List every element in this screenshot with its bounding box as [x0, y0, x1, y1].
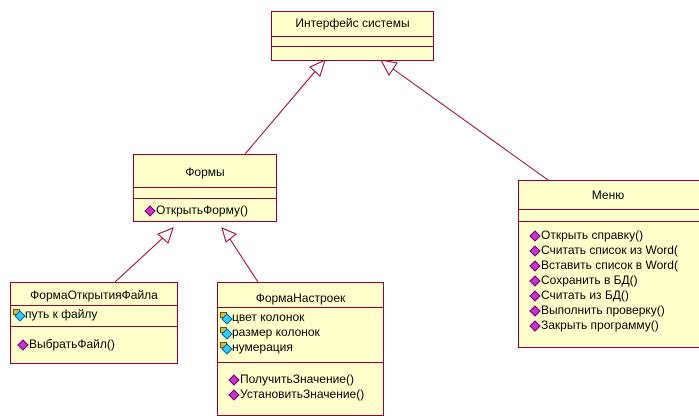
class-name: Меню: [519, 181, 699, 210]
operation-label: Считать список из Word(: [541, 243, 678, 257]
attribute-row: цвет колонок: [218, 310, 383, 325]
attributes-section: [134, 188, 276, 199]
attribute-icon: [220, 342, 233, 355]
operation-label: Закрыть программу(): [541, 318, 659, 332]
generalization-line-forms: [244, 67, 319, 155]
operation-row: Считать список из Word(: [527, 243, 699, 258]
attribute-icon: [13, 309, 26, 322]
operation-label: ОткрытьФорму(): [156, 203, 248, 217]
operation-icon: [529, 304, 541, 317]
attribute-label: нумерация: [232, 340, 293, 354]
class-menu[interactable]: Меню Открыть справку() Считать список из…: [518, 180, 699, 348]
operation-row: ОткрытьФорму(): [142, 203, 276, 218]
operation-icon: [529, 319, 541, 332]
operation-label: ПолучитьЗначение(): [240, 372, 354, 386]
operation-row: УстановитьЗначение(): [226, 387, 383, 402]
generalization-arrow-menu: [380, 59, 398, 76]
operation-row: Выполнить проверку(): [527, 303, 699, 318]
generalization-line-settings: [227, 235, 259, 283]
operation-label: Сохранить в БД(): [541, 273, 638, 287]
generalization-arrow-settings: [221, 227, 237, 243]
operation-row: ВыбратьФайл(): [15, 337, 177, 352]
operation-row: Считать из БД(): [527, 288, 699, 303]
generalization-arrow-open-file: [157, 227, 174, 244]
operation-row: Закрыть программу(): [527, 318, 699, 333]
operation-label: Выполнить проверку(): [541, 303, 665, 317]
class-name: Интерфейс системы: [272, 12, 433, 37]
operation-row: Вставить список в Word(: [527, 258, 699, 273]
operation-icon: [529, 289, 541, 302]
operation-icon: [529, 229, 541, 242]
attribute-row: размер колонок: [218, 325, 383, 340]
operation-icon: [529, 244, 541, 257]
operation-label: УстановитьЗначение(): [240, 387, 365, 401]
attributes-section: путь к файлу: [11, 306, 177, 327]
attributes-section: [272, 37, 433, 47]
class-name: Формы: [134, 155, 276, 188]
attribute-row: нумерация: [218, 340, 383, 355]
operations-section: Открыть справку() Считать список из Word…: [519, 222, 699, 333]
operation-row: Открыть справку(): [527, 228, 699, 243]
generalization-line-open-file: [114, 234, 167, 283]
attribute-label: размер колонок: [232, 325, 320, 339]
operation-row: Сохранить в БД(): [527, 273, 699, 288]
operations-section: ВыбратьФайл(): [11, 327, 177, 352]
class-settings-form[interactable]: ФормаНастроек цвет колонок размер колоно…: [217, 282, 384, 416]
operations-section: ОткрытьФорму(): [134, 199, 276, 218]
generalization-line-menu: [388, 65, 549, 181]
operations-section: ПолучитьЗначение() УстановитьЗначение(): [218, 363, 383, 402]
operation-icon: [529, 259, 541, 272]
class-open-file-form[interactable]: ФормаОткрытияФайла путь к файлу ВыбратьФ…: [10, 282, 178, 364]
attribute-icon: [220, 312, 233, 325]
attribute-label: путь к файлу: [25, 307, 98, 321]
operation-icon: [144, 204, 156, 217]
operation-row: ПолучитьЗначение(): [226, 372, 383, 387]
attribute-row: путь к файлу: [11, 307, 177, 322]
class-name: ФормаНастроек: [218, 283, 383, 308]
attribute-icon: [220, 327, 233, 340]
operation-icon: [228, 373, 240, 386]
attributes-section: [519, 210, 699, 222]
class-forms[interactable]: Формы ОткрытьФорму(): [133, 154, 277, 222]
class-name: ФормаОткрытияФайла: [11, 283, 177, 306]
attributes-section: цвет колонок размер колонок нумерация: [218, 308, 383, 363]
operations-section: [272, 47, 433, 57]
operation-label: ВыбратьФайл(): [29, 337, 115, 351]
generalization-arrow-forms: [309, 59, 326, 77]
operation-label: Считать из БД(): [541, 288, 629, 302]
operation-label: Открыть справку(): [541, 228, 644, 242]
class-interface[interactable]: Интерфейс системы: [271, 11, 434, 61]
operation-icon: [17, 338, 29, 351]
operation-icon: [228, 388, 240, 401]
operation-label: Вставить список в Word(: [541, 258, 678, 272]
operation-icon: [529, 274, 541, 287]
attribute-label: цвет колонок: [232, 310, 305, 324]
